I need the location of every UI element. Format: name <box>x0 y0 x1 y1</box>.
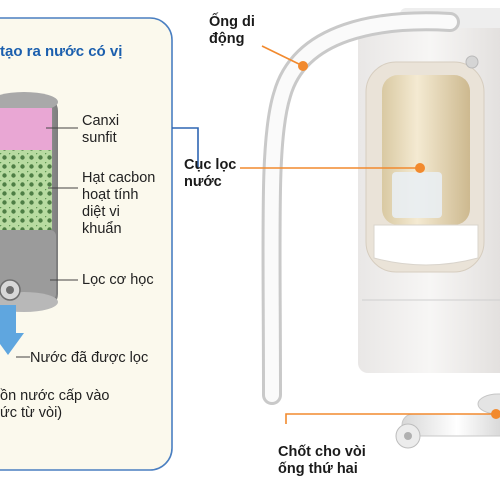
carbon-beads <box>0 150 52 230</box>
device-leaders <box>240 45 496 424</box>
inset-title: tạo ra nước có vị <box>0 43 123 60</box>
label-second-hose-pin: Chốt cho vòi ống thứ hai <box>278 444 366 477</box>
label-feed-water: ồn nước cấp vào ức từ vòi) <box>0 388 110 421</box>
hose-leader-dot <box>298 61 308 71</box>
label-flexible-hose: Ống di động <box>209 14 255 47</box>
second-hose-pin <box>395 393 500 449</box>
filtered-water-arrow <box>0 305 24 355</box>
flexible-hose-highlight <box>264 14 457 402</box>
cutaway-top-cap <box>0 92 58 112</box>
label-activated-carbon: Hạt cacbon hoạt tính diệt vi khuẩn <box>82 170 156 237</box>
canxi-sulfite-layer <box>0 108 52 150</box>
filter-cutaway <box>0 92 58 312</box>
second-hose-leader-dot <box>491 409 500 419</box>
cartridge-sticker <box>392 172 442 218</box>
outlet-nozzle-inner <box>6 286 14 294</box>
water-ionizer-device <box>358 8 500 373</box>
filter-cradle <box>373 224 479 266</box>
label-mechanical-filter: Lọc cơ học <box>82 272 154 288</box>
panel-connector <box>172 127 199 168</box>
pin-end-hole <box>404 432 412 440</box>
filter-leader-dot <box>415 163 425 173</box>
label-filtered-water: Nước đã được lọc <box>30 350 149 366</box>
second-hose-leader <box>285 413 496 424</box>
inset-leaders <box>16 127 78 358</box>
device-indicator <box>465 55 479 69</box>
label-canxi-sulfite: Canxi sunfit <box>82 113 120 146</box>
label-water-filter: Cục lọc nước <box>184 157 237 190</box>
hose-leader <box>261 45 304 67</box>
